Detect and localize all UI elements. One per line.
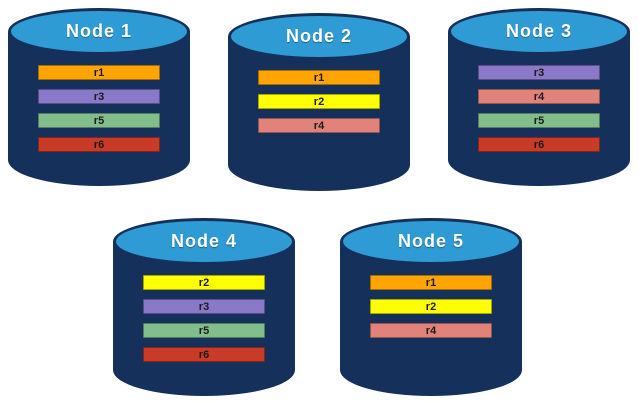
node-label: Node 2 [285,26,352,46]
record-list: r1 r3 r5 r6 [8,65,190,152]
cylinder-top: Node 3 [448,8,630,55]
node-label: Node 1 [65,21,132,41]
record-list: r2 r3 r5 r6 [113,275,295,362]
cylinder-body [228,36,410,191]
node-label: Node 3 [505,21,572,41]
record-bar-r5: r5 [38,113,160,128]
cylinder-top: Node 4 [113,218,295,265]
cylinder-body [340,241,522,396]
record-bar-r2: r2 [258,94,380,109]
record-bar-r2: r2 [370,299,492,314]
cylinder-body [8,31,190,186]
database-node-5: Node 5 r1 r2 r4 [340,218,522,396]
record-bar-r3: r3 [478,65,600,80]
record-bar-r3: r3 [143,299,265,314]
record-bar-r3: r3 [38,89,160,104]
cylinder-body [113,241,295,396]
database-node-1: Node 1 r1 r3 r5 r6 [8,8,190,186]
database-node-4: Node 4 r2 r3 r5 r6 [113,218,295,396]
record-bar-r1: r1 [258,70,380,85]
record-bar-r1: r1 [370,275,492,290]
record-bar-r4: r4 [478,89,600,104]
node-label: Node 4 [170,231,237,251]
database-node-2: Node 2 r1 r2 r4 [228,13,410,191]
record-list: r3 r4 r5 r6 [448,65,630,152]
record-bar-r4: r4 [370,323,492,338]
record-bar-r2: r2 [143,275,265,290]
record-bar-r6: r6 [38,137,160,152]
record-list: r1 r2 r4 [340,275,522,338]
cylinder-top: Node 2 [228,13,410,60]
record-bar-r5: r5 [478,113,600,128]
record-bar-r5: r5 [143,323,265,338]
record-bar-r4: r4 [258,118,380,133]
node-label: Node 5 [397,231,464,251]
record-bar-r6: r6 [478,137,600,152]
cylinder-top: Node 1 [8,8,190,55]
record-list: r1 r2 r4 [228,70,410,133]
record-bar-r1: r1 [38,65,160,80]
record-bar-r6: r6 [143,347,265,362]
cylinder-top: Node 5 [340,218,522,265]
database-node-3: Node 3 r3 r4 r5 r6 [448,8,630,186]
cylinder-body [448,31,630,186]
